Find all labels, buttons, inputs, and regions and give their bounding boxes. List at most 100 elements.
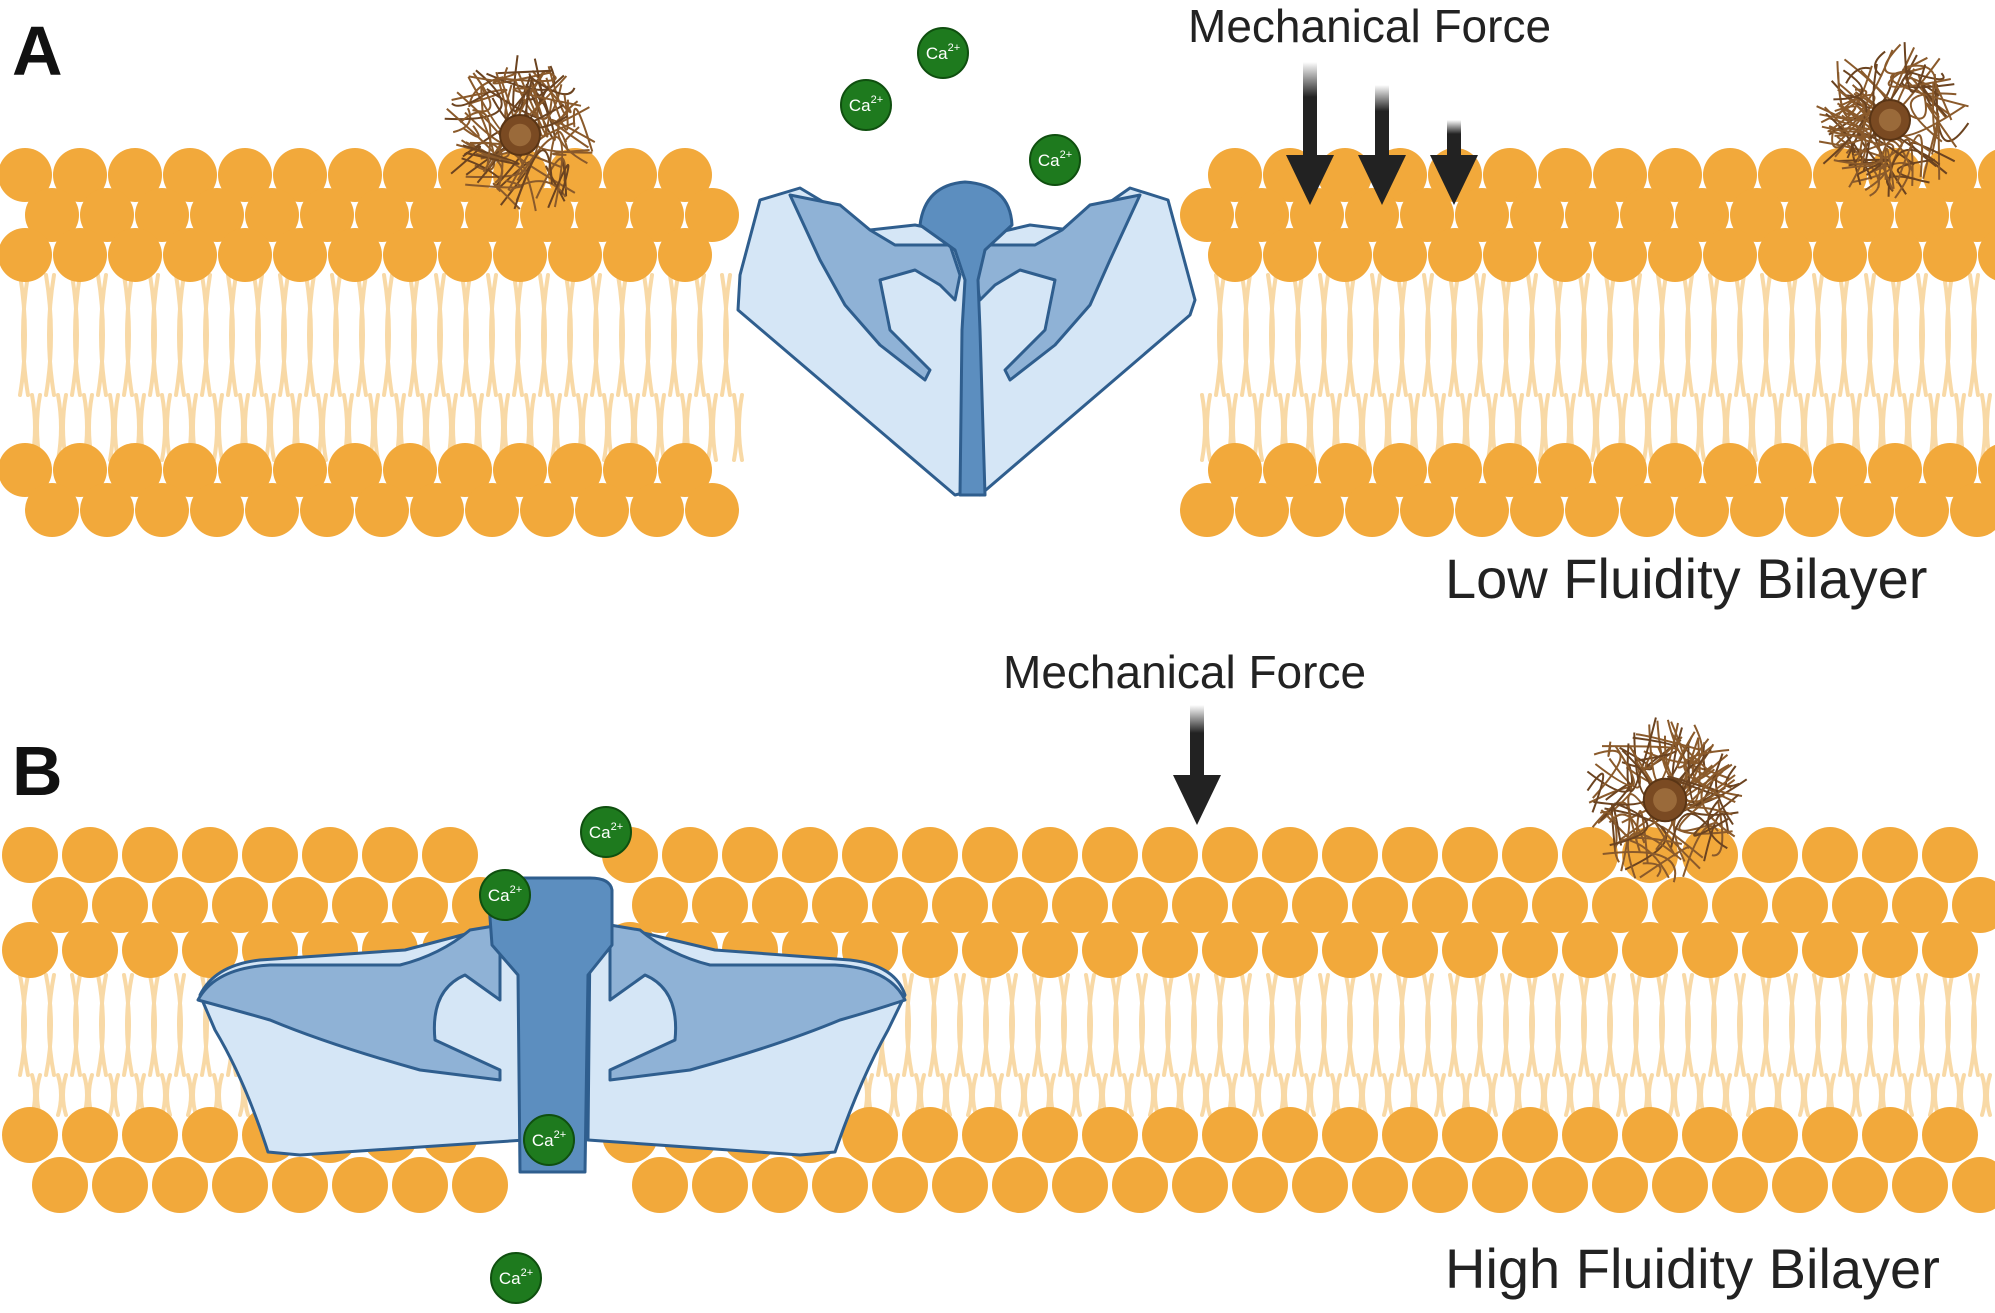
lipid-head-icon: [328, 148, 382, 202]
lipid-tail-icon: [148, 973, 160, 1077]
lipid-tail-icon: [174, 973, 186, 1077]
lipid-tail-icon: [1578, 273, 1590, 397]
lipid-head-icon: [355, 188, 409, 242]
lipid-tail-icon: [642, 273, 654, 397]
lipid-tail-icon: [486, 273, 498, 397]
lipid-head-icon: [1455, 483, 1509, 537]
lipid-head-icon: [1142, 922, 1198, 978]
lipid-head-icon: [212, 1157, 268, 1213]
lipid-head-icon: [1802, 827, 1858, 883]
lipid-head-icon: [1742, 922, 1798, 978]
lipid-tail-icon: [668, 273, 680, 397]
lipid-tail-icon: [1682, 273, 1694, 397]
lipid-head-icon: [1112, 877, 1168, 933]
lipid-tail-icon: [1032, 973, 1044, 1077]
lipid-head-icon: [722, 827, 778, 883]
lipid-tail-icon: [226, 273, 238, 397]
lipid-head-icon: [630, 188, 684, 242]
lipid-head-icon: [1895, 188, 1949, 242]
lipid-head-icon: [80, 483, 134, 537]
lipid-head-icon: [1593, 228, 1647, 282]
calcium-ion-icon: Ca2+: [580, 806, 632, 858]
lipid-tail-icon: [1942, 273, 1954, 397]
lipid-head-icon: [1262, 922, 1318, 978]
lipid-head-icon: [1895, 483, 1949, 537]
lipid-tail-icon: [1668, 1073, 1680, 1117]
lipid-head-icon: [53, 228, 107, 282]
lipid-head-icon: [1538, 228, 1592, 282]
lipid-head-icon: [1232, 877, 1288, 933]
lipid-head-icon: [1703, 148, 1757, 202]
lipid-head-icon: [872, 1157, 928, 1213]
lipid-head-icon: [1345, 483, 1399, 537]
lipid-head-icon: [1862, 827, 1918, 883]
lipid-head-icon: [182, 1107, 238, 1163]
lipid-head-icon: [1703, 228, 1757, 282]
lipid-head-icon: [218, 148, 272, 202]
lipid-head-icon: [190, 188, 244, 242]
lipid-head-icon: [1785, 483, 1839, 537]
lipid-head-icon: [135, 483, 189, 537]
lipid-head-icon: [992, 877, 1048, 933]
lipid-head-icon: [1202, 922, 1258, 978]
lipid-head-icon: [1442, 1107, 1498, 1163]
lipid-head-icon: [1412, 877, 1468, 933]
lipid-head-icon: [300, 188, 354, 242]
force-arrow-icon: [1358, 85, 1406, 205]
bilayer-label-b: High Fluidity Bilayer: [1445, 1237, 1940, 1300]
lipid-head-icon: [932, 1157, 988, 1213]
lipid-tail-icon: [720, 273, 732, 397]
lipid-head-icon: [1675, 483, 1729, 537]
lipid-tail-icon: [1266, 973, 1278, 1077]
lipid-tail-icon: [602, 393, 614, 462]
lipid-tail-icon: [174, 273, 186, 397]
lipid-head-icon: [182, 827, 238, 883]
lipid-head-icon: [1832, 1157, 1888, 1213]
lipid-head-icon: [1322, 1107, 1378, 1163]
lipid-head-icon: [1923, 443, 1977, 497]
lipid-tail-icon: [212, 393, 224, 462]
lipid-tail-icon: [44, 273, 56, 397]
bilayer-a: [0, 148, 1995, 537]
lipid-heads-a: [0, 148, 1995, 537]
lipid-tail-icon: [1318, 973, 1330, 1077]
lipid-head-icon: [1318, 148, 1372, 202]
lipid-head-icon: [902, 827, 958, 883]
lipid-head-icon: [0, 148, 52, 202]
lipid-head-icon: [355, 483, 409, 537]
lipid-tail-icon: [1916, 273, 1928, 397]
lipid-head-icon: [1412, 1157, 1468, 1213]
lipid-tail-icon: [928, 973, 940, 1077]
lipid-head-icon: [392, 877, 448, 933]
lipid-head-icon: [53, 443, 107, 497]
lipid-head-icon: [1442, 922, 1498, 978]
lipid-head-icon: [1022, 922, 1078, 978]
lipid-head-icon: [272, 1157, 328, 1213]
lipid-head-icon: [685, 188, 739, 242]
lipid-tail-icon: [1434, 1073, 1446, 1117]
lipid-head-icon: [658, 443, 712, 497]
lipid-head-icon: [1730, 188, 1784, 242]
lipid-head-icon: [212, 877, 268, 933]
lipid-tail-icon: [70, 273, 82, 397]
force-arrow-icon: [1173, 705, 1221, 825]
lipid-tail-icon: [460, 273, 472, 397]
lipid-head-icon: [1373, 228, 1427, 282]
force-arrows-a: [1286, 62, 1478, 205]
lipid-head-icon: [92, 1157, 148, 1213]
lipid-head-icon: [992, 1157, 1048, 1213]
lipid-tail-icon: [1344, 273, 1356, 397]
lipid-head-icon: [152, 1157, 208, 1213]
lipid-tail-icon: [186, 1073, 198, 1117]
lipid-tail-icon: [1370, 273, 1382, 397]
lipid-head-icon: [1772, 877, 1828, 933]
lipid-tail-icon: [382, 273, 394, 397]
svg-text:Ca2+: Ca2+: [926, 42, 960, 63]
lipid-head-icon: [62, 922, 118, 978]
lipid-tail-icon: [654, 393, 666, 462]
lipid-tail-icon: [1266, 273, 1278, 397]
lipid-tail-icon: [1708, 273, 1720, 397]
lipid-tail-icon: [590, 273, 602, 397]
lipid-head-icon: [632, 877, 688, 933]
lipid-tail-icon: [122, 273, 134, 397]
